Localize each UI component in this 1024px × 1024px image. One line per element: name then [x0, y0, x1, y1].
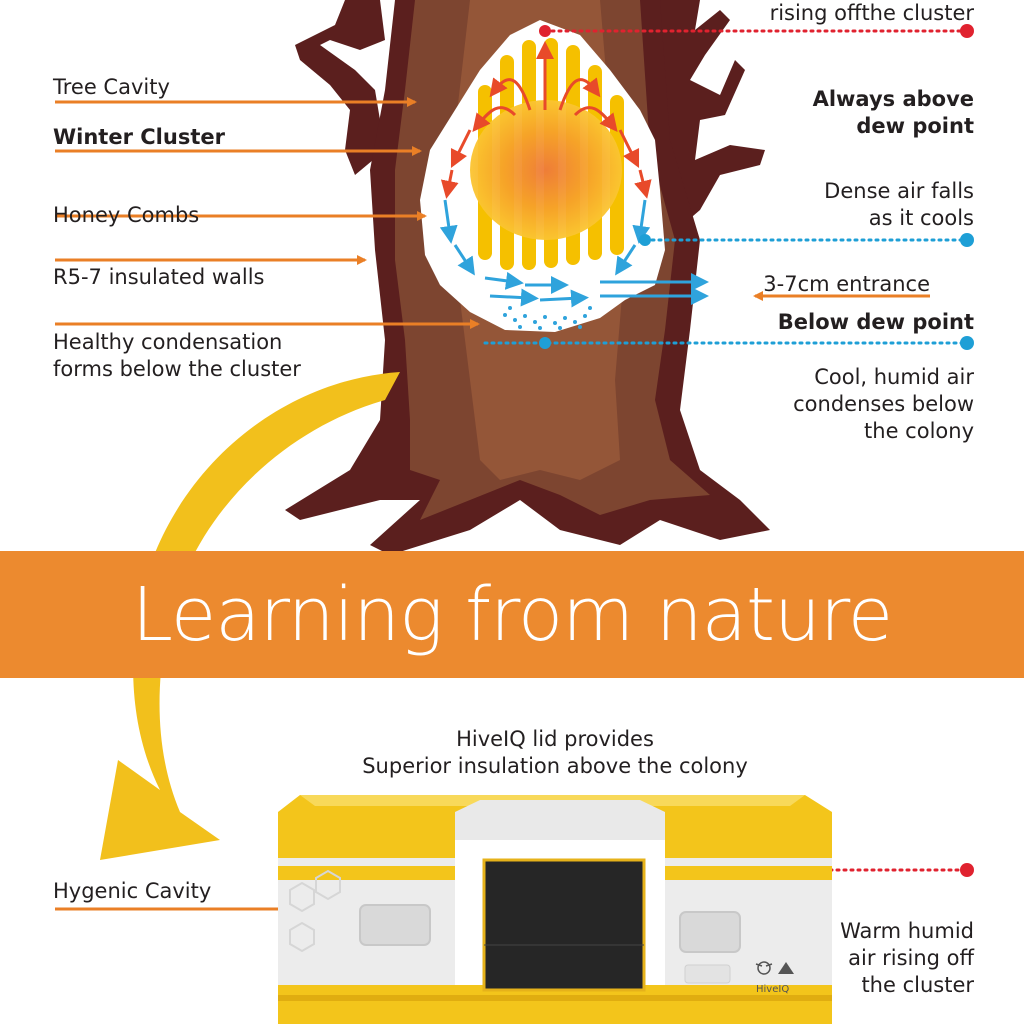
label-tree-cavity: Tree Cavity [53, 75, 170, 99]
label-warm-air: Warm humid air rising off the cluster [840, 918, 974, 999]
label-above-dew-line2: dew point [856, 114, 974, 138]
label-honey-combs: Honey Combs [53, 203, 200, 227]
label-warm-air-line1: Warm humid [840, 919, 974, 943]
label-above-dew: Always above dew point [813, 86, 974, 140]
banner [0, 551, 1024, 678]
blue-dot-icon [539, 337, 551, 349]
winter-cluster [470, 100, 622, 240]
hygienic-cavity [484, 860, 644, 990]
label-cool-air-line2: condenses below [793, 392, 974, 416]
label-below-dew: Below dew point [777, 310, 974, 334]
warm-air-arrows [440, 41, 652, 199]
label-cool-air-line1: Cool, humid air [814, 365, 974, 389]
banner-title: Learning from nature [131, 572, 893, 658]
hive-illustration: HiveIQ [278, 795, 832, 1024]
red-dot-icon [960, 863, 974, 877]
label-condensation-line2: forms below the cluster [53, 357, 301, 381]
blue-dot-icon [960, 336, 974, 350]
label-warm-air-line3: the cluster [861, 973, 974, 997]
blue-dot-icon [960, 233, 974, 247]
label-winter-cluster: Winter Cluster [53, 125, 225, 149]
label-entrance: 3-7cm entrance [763, 272, 930, 296]
label-insulated-walls: R5-7 insulated walls [53, 265, 265, 289]
label-dense-air-line2: as it cools [868, 206, 974, 230]
label-cool-air: Cool, humid air condenses below the colo… [793, 364, 974, 445]
label-warm-air-line2: air rising off [848, 946, 974, 970]
blue-dot-icon [639, 234, 651, 246]
label-hygienic-cavity: Hygenic Cavity [53, 879, 212, 903]
label-condensation-line1: Healthy condensation [53, 330, 283, 354]
condensation-dots [503, 306, 592, 330]
dot-markers [539, 24, 974, 877]
label-cool-air-line3: the colony [864, 419, 974, 443]
hive-brand-text: HiveIQ [756, 984, 789, 995]
tree-branches [295, 0, 385, 175]
label-above-dew-line1: Always above [812, 87, 974, 111]
tree-illustration [285, 0, 770, 555]
cool-air-arrows [439, 199, 709, 308]
label-condensation: Healthy condensation forms below the clu… [53, 329, 301, 383]
label-dense-air: Dense air falls as it cools [824, 178, 974, 232]
label-lid-line2: Superior insulation above the colony [362, 754, 748, 778]
label-lid-line1: HiveIQ lid provides [456, 727, 654, 751]
red-dot-icon [960, 24, 974, 38]
label-lid: HiveIQ lid provides Superior insulation … [330, 726, 780, 780]
label-dense-air-line1: Dense air falls [824, 179, 974, 203]
red-dot-icon [539, 25, 551, 37]
bee-logo-icon [755, 961, 794, 975]
label-rising-off: rising offthe cluster [769, 1, 974, 25]
